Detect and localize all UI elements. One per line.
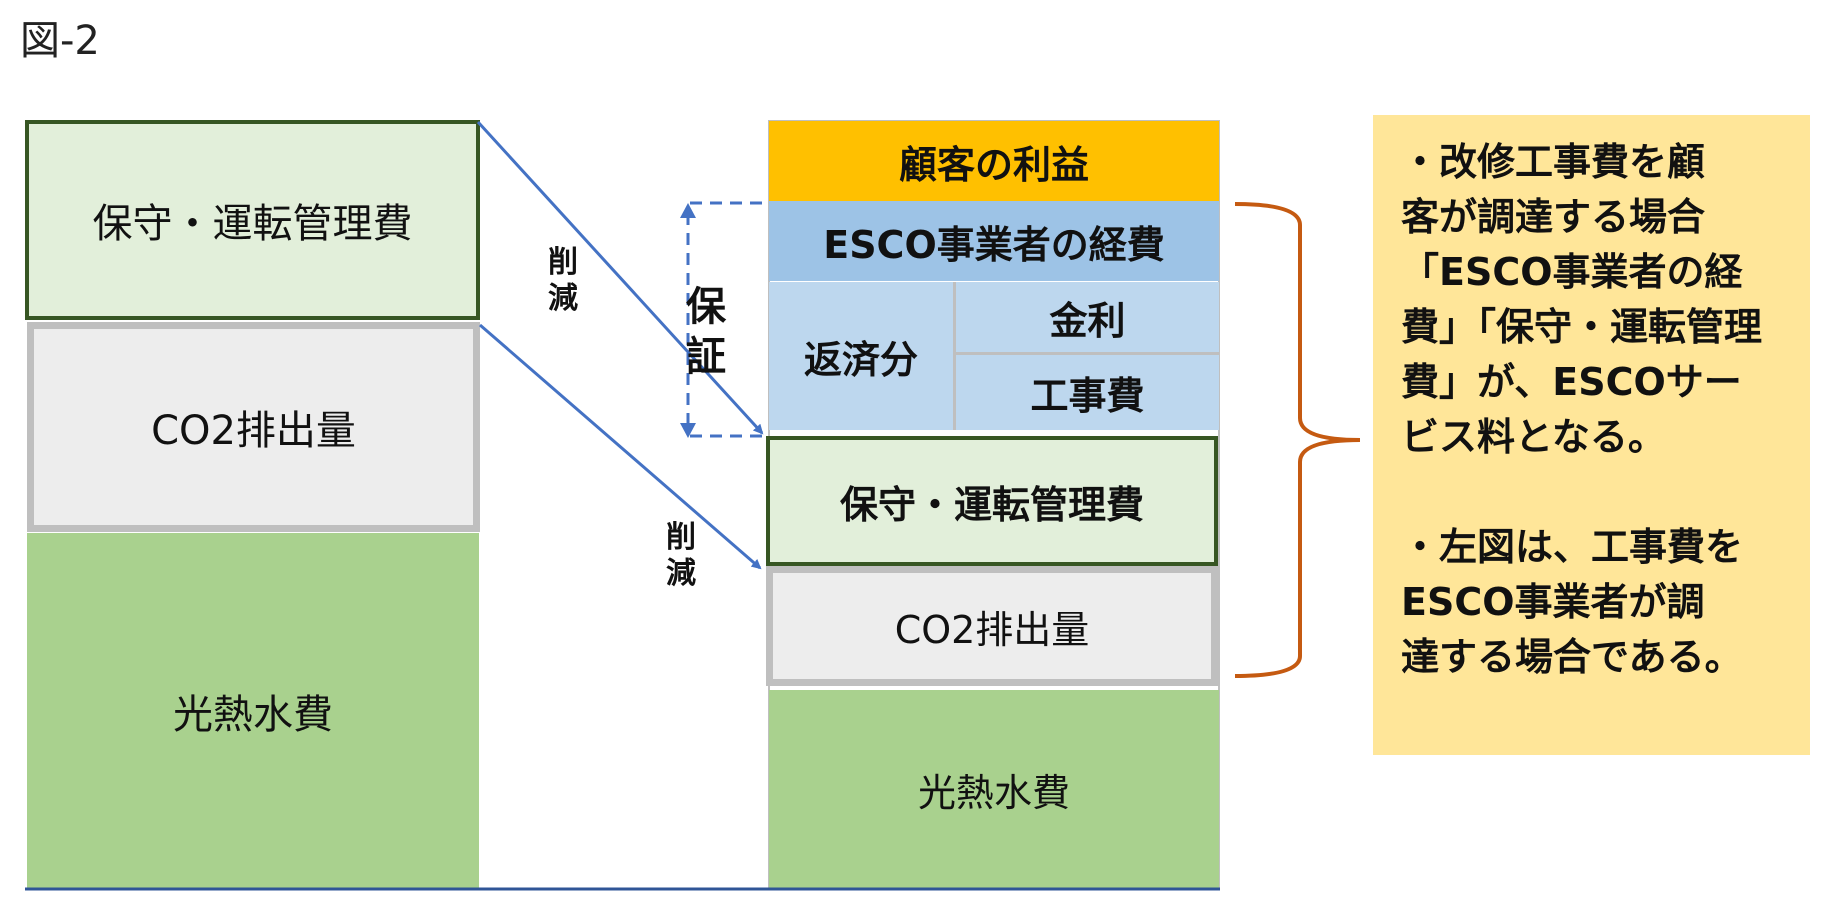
note-line: ビス料となる。 — [1401, 415, 1666, 459]
note-line: ・左図は、工事費を — [1401, 525, 1744, 569]
figure-label: 図-2 — [20, 18, 100, 64]
note-line: 客が調達する場合 — [1401, 195, 1706, 239]
construction-cost-block: 工事費 — [956, 355, 1219, 430]
reduction-arrow-upper — [476, 120, 764, 435]
repayment-block: 返済分 — [769, 282, 956, 430]
reduction-label-upper: 削 減 — [548, 245, 578, 317]
right-curly-brace — [1234, 202, 1361, 678]
reduction-lower-char-2: 減 — [666, 556, 696, 591]
note-line: 費」「保守・運転管理 — [1401, 305, 1763, 349]
customer-profit-label: 顧客の利益 — [898, 142, 1089, 187]
left-utility-cost-label: 光熱水費 — [173, 691, 333, 738]
interest-block: 金利 — [956, 282, 1219, 355]
reduction-upper-char-2: 減 — [548, 281, 578, 316]
esco-expense-block: ESCO事業者の経費 — [769, 201, 1219, 281]
explanation-note: ・改修工事費を顧 客が調達する場合 「ESCO事業者の経 費」「保守・運転管理 … — [1373, 115, 1810, 755]
note-paragraph-gap — [1401, 465, 1790, 520]
left-maintenance-cost-block: 保守・運転管理費 — [25, 120, 480, 320]
right-utility-cost-label: 光熱水費 — [917, 770, 1070, 815]
note-line: 費」が、ESCOサー — [1401, 360, 1742, 404]
reduction-arrow-lower — [479, 323, 762, 570]
note-line: 達する場合である。 — [1401, 635, 1743, 679]
guarantee-arrowhead-up — [680, 203, 696, 218]
construction-cost-label: 工事費 — [1030, 374, 1145, 418]
left-co2-emission-block: CO2排出量 — [27, 322, 480, 532]
right-co2-emission-label: CO2排出量 — [894, 607, 1090, 652]
guarantee-arrowhead-down — [680, 423, 696, 438]
left-maintenance-cost-label: 保守・運転管理費 — [92, 201, 413, 247]
right-maintenance-cost-label: 保守・運転管理費 — [839, 482, 1144, 527]
repayment-label: 返済分 — [803, 337, 918, 382]
left-co2-emission-label: CO2排出量 — [151, 408, 356, 454]
customer-profit-block: 顧客の利益 — [769, 121, 1219, 201]
note-line: ESCO事業者が調 — [1401, 580, 1705, 624]
guarantee-label: 保 証 — [686, 282, 726, 382]
reduction-upper-char-1: 削 — [548, 245, 578, 280]
guarantee-char-2: 証 — [686, 334, 726, 380]
right-utility-cost-block: 光熱水費 — [769, 690, 1219, 888]
right-co2-emission-block: CO2排出量 — [766, 566, 1218, 686]
esco-expense-label: ESCO事業者の経費 — [823, 222, 1165, 267]
guarantee-char-1: 保 — [686, 284, 726, 330]
note-line: ・改修工事費を顧 — [1401, 140, 1706, 184]
note-line: 「ESCO事業者の経 — [1401, 250, 1743, 294]
right-maintenance-cost-block: 保守・運転管理費 — [766, 436, 1218, 566]
reduction-lower-char-1: 削 — [666, 520, 696, 555]
interest-label: 金利 — [1049, 298, 1126, 343]
left-utility-cost-block: 光熱水費 — [27, 533, 479, 888]
reduction-label-lower: 削 減 — [666, 520, 696, 592]
